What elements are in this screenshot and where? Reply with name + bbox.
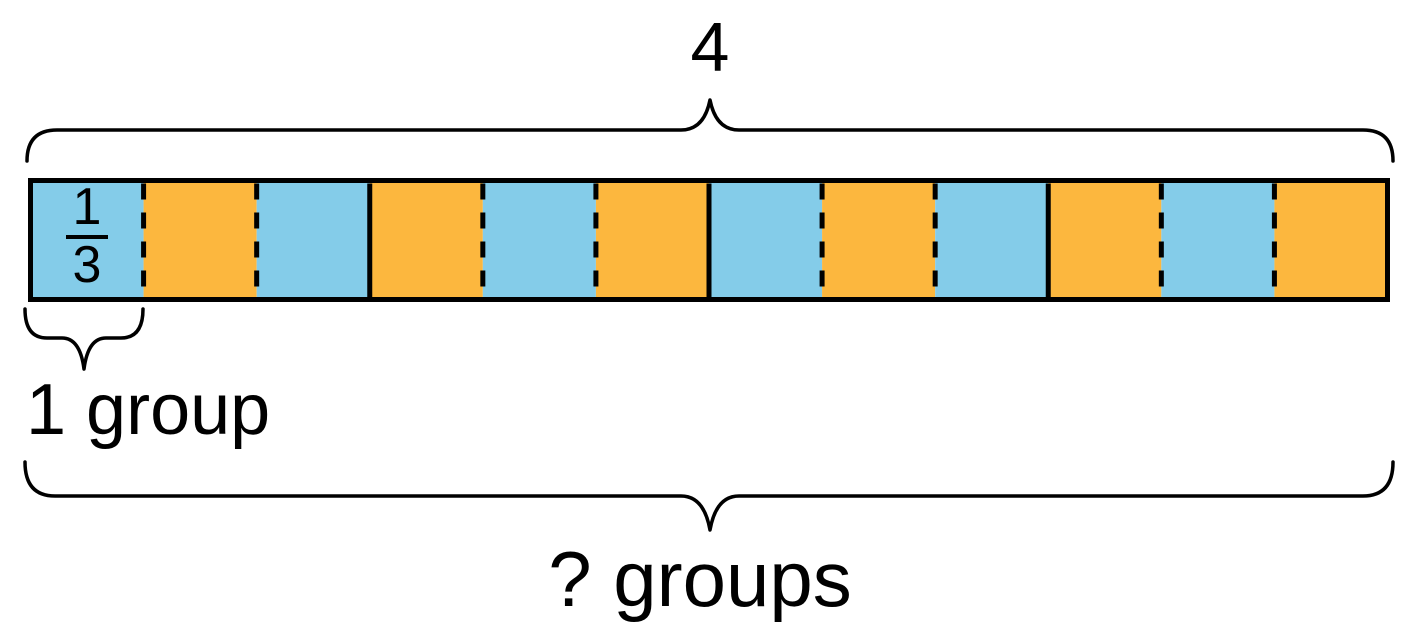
brace-question: [23, 460, 1395, 532]
tape-segment: [709, 180, 823, 300]
brace-one-group: [23, 307, 145, 371]
one-group-label: 1 group: [26, 370, 271, 450]
tape-segment: [595, 180, 709, 300]
tape-segment: [256, 180, 370, 300]
tape-segment: [30, 180, 144, 300]
brace-total: [25, 98, 1395, 163]
tape-segment: [482, 180, 596, 300]
tape-segment: [369, 180, 483, 300]
total-label: 4: [690, 8, 730, 86]
tape-segment: [1274, 180, 1388, 300]
unit-fraction-label: 1 3: [52, 181, 122, 294]
tape-segment: [1161, 180, 1275, 300]
tape-bar: [30, 180, 1388, 300]
tape-dividers: [141, 183, 1277, 298]
fraction-denominator: 3: [72, 235, 102, 294]
question-label: ? groups: [548, 535, 852, 623]
fraction-numerator: 1: [65, 181, 109, 239]
tape-segment: [935, 180, 1049, 300]
tape-segment: [822, 180, 936, 300]
tape-segment: [1048, 180, 1162, 300]
tape-outline: [28, 178, 1390, 302]
tape-segment: [143, 180, 257, 300]
